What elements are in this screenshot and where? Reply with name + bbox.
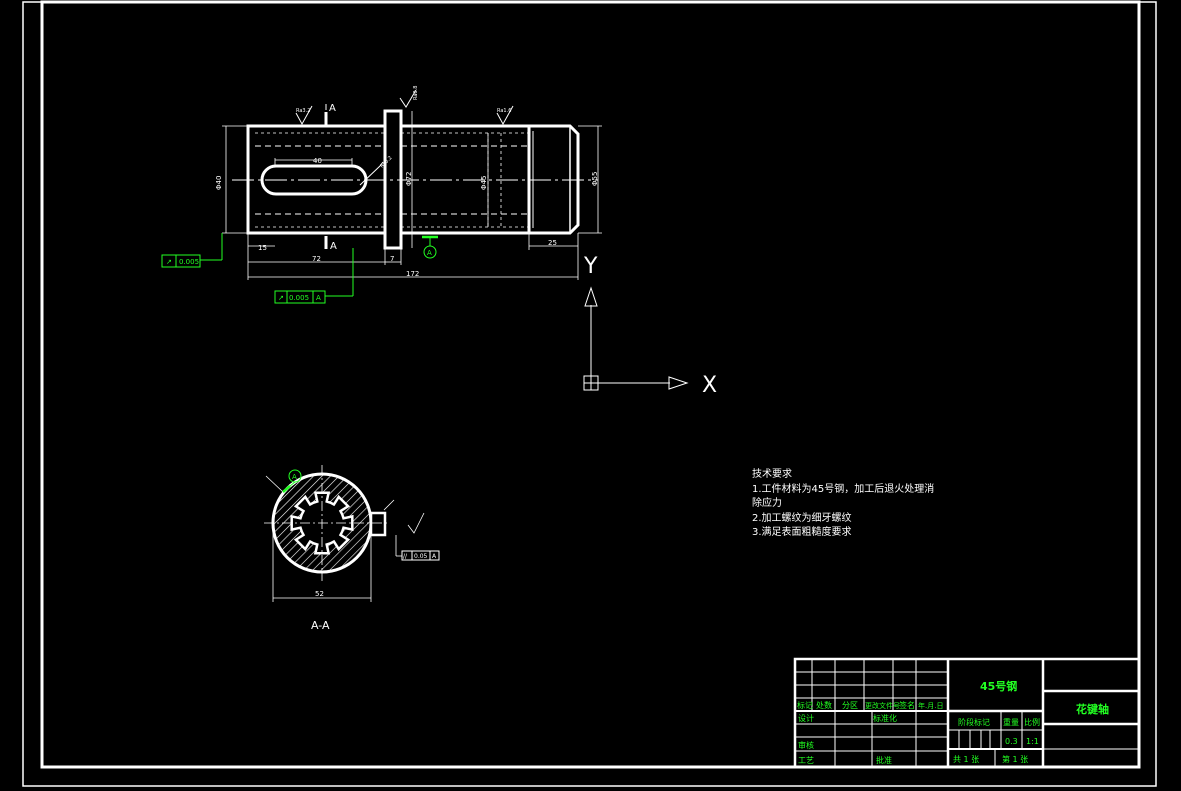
tolerance-text: ↗ 0.005 ↗ 0.005 A A <box>166 249 432 302</box>
header-label-5: 年.月.日 <box>918 701 943 710</box>
tech-item-2: 除应力 <box>752 498 782 509</box>
ucs-axes-icon <box>583 286 689 391</box>
tolerance-annotations <box>161 233 438 304</box>
check-label: 审核 <box>798 740 814 750</box>
stage-mark-label: 阶段标记 <box>958 717 990 727</box>
weight-label: 重量 <box>1003 717 1019 727</box>
tech-title: 技术要求 <box>752 469 792 480</box>
tol3-datum: A <box>432 553 437 560</box>
header-label-3: 更改文件号 <box>865 701 900 710</box>
design-label: 设计 <box>798 713 814 723</box>
dim-7: 7 <box>390 255 394 263</box>
outer-frame <box>22 1 1157 787</box>
sheet-no-label: 第 1 张 <box>1002 754 1028 764</box>
sheets-label: 共 1 张 <box>953 755 979 764</box>
roughness-4: Ra0.8 <box>413 86 419 100</box>
title-block <box>793 657 1141 769</box>
tol3-symbol: // <box>403 553 408 560</box>
tol1-value: 0.005 <box>179 258 199 266</box>
section-label: A-A <box>311 619 330 632</box>
shaft-dimension-text: 40 15 72 7 172 25 Φ40 Φ72 Φ45 Φ55 A A Ra… <box>215 86 599 278</box>
section-mark-bottom: A <box>330 241 337 252</box>
section-text: A // 0.05 A 52 A-A <box>292 473 437 632</box>
header-label-0: 标记 <box>797 700 813 710</box>
part-name-label: 花键轴 <box>1076 702 1109 716</box>
scale-label: 比例 <box>1024 717 1040 727</box>
tol3-value: 0.05 <box>414 553 428 560</box>
tech-item-4: 3.满足表面粗糙度要求 <box>752 527 852 538</box>
material-label: 45号钢 <box>980 679 1017 693</box>
header-label-1: 处数 <box>816 700 832 710</box>
header-label-4: 签名 <box>899 700 915 710</box>
dim-15: 15 <box>258 244 267 252</box>
tol2-datum: A <box>316 294 321 302</box>
dim-172: 172 <box>406 270 419 278</box>
dim-dia-end: Φ55 <box>591 172 599 186</box>
section-dia: 52 <box>315 590 324 598</box>
process-label: 工艺 <box>798 756 814 765</box>
datum-top: A <box>427 249 432 257</box>
dim-40: 40 <box>313 157 322 165</box>
axis-y-label: Y <box>583 254 598 279</box>
dim-72: 72 <box>312 255 321 263</box>
scale-value: 1:1 <box>1026 737 1039 746</box>
dim-dia-right: Φ45 <box>480 176 488 190</box>
technical-requirements: 技术要求 1.工件材料为45号钢，加工后退火处理消 除应力 2.加工螺纹为细牙螺… <box>752 468 934 541</box>
tech-item-1: 1.工件材料为45号钢，加工后退火处理消 <box>752 483 935 495</box>
keyway-slot <box>260 164 368 196</box>
tol1-symbol: ↗ <box>166 258 172 266</box>
standardize-label: 标准化 <box>873 713 897 723</box>
weight-value: 0.3 <box>1005 737 1018 746</box>
header-label-2: 分区 <box>842 701 858 710</box>
dim-dia-mid: Φ72 <box>405 172 413 186</box>
inner-frame <box>40 0 1141 769</box>
section-a-a-view <box>264 465 440 602</box>
dim-25: 25 <box>548 239 557 247</box>
axis-x-label: X <box>702 373 717 398</box>
datum-bottom: A <box>292 473 297 481</box>
tol2-symbol: ↗ <box>278 294 284 302</box>
shaft-front-view <box>222 89 602 280</box>
roughness-2: Ra1.6 <box>497 108 511 114</box>
roughness-1: Ra3.2 <box>296 108 310 114</box>
tech-item-3: 2.加工螺纹为细牙螺纹 <box>752 512 852 524</box>
dim-dia-left: Φ40 <box>215 176 223 190</box>
approve-label: 批准 <box>876 755 892 765</box>
section-mark-top: A <box>329 103 336 114</box>
tol2-value: 0.005 <box>289 294 309 302</box>
title-block-text: 45号钢 花键轴 标记 处数 分区 更改文件号 签名 年.月.日 设计 标准化 … <box>797 679 1109 765</box>
